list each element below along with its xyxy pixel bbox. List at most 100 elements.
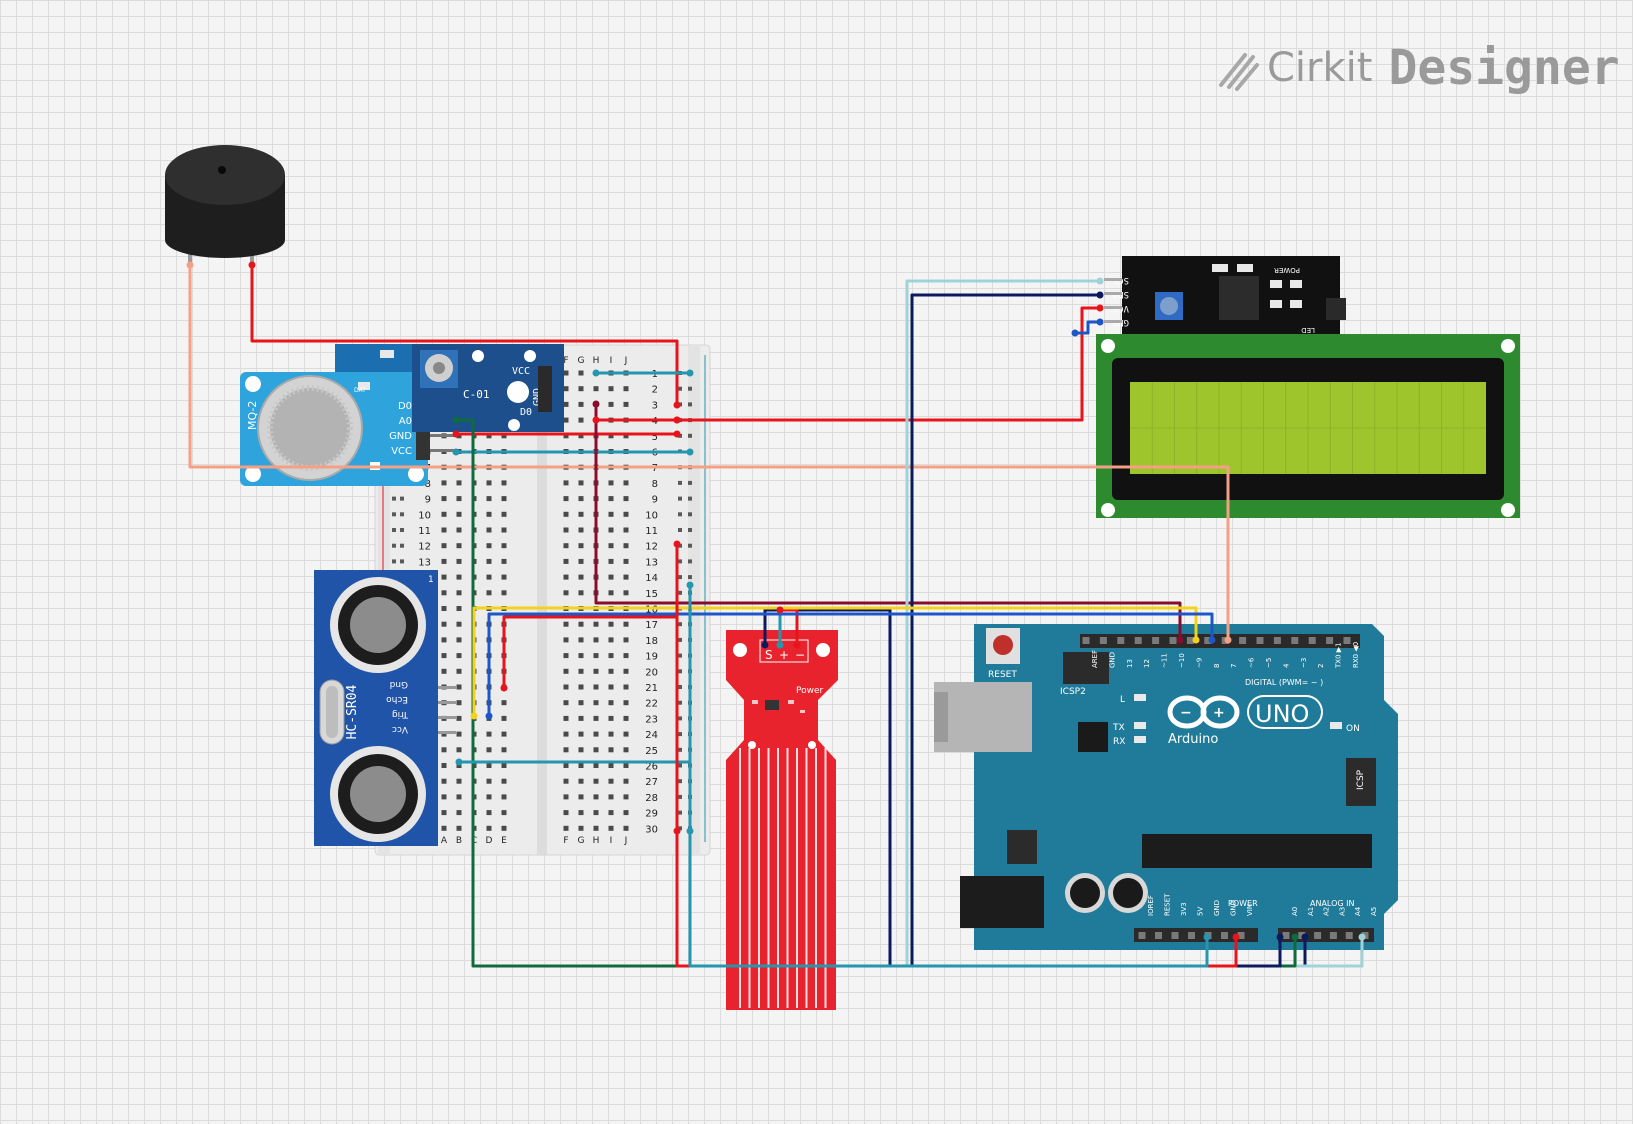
breadboard-hole[interactable] [578, 574, 584, 580]
breadboard-hole[interactable] [608, 480, 614, 486]
rail-hole[interactable] [688, 496, 692, 501]
arduino-analog-pin[interactable] [1282, 932, 1290, 939]
breadboard-hole[interactable] [563, 527, 569, 533]
rail-hole[interactable] [678, 716, 682, 721]
breadboard-hole[interactable] [623, 401, 629, 407]
breadboard-hole[interactable] [563, 543, 569, 549]
wire-endpoint[interactable] [186, 261, 194, 269]
wire-lcd-gnd[interactable] [1075, 320, 1100, 335]
breadboard-hole[interactable] [441, 778, 447, 784]
breadboard-hole[interactable] [563, 590, 569, 596]
rail-hole[interactable] [678, 747, 682, 752]
wire-endpoint[interactable] [1096, 277, 1104, 285]
breadboard-hole[interactable] [501, 574, 507, 580]
wire-endpoint[interactable] [470, 712, 478, 720]
breadboard-hole[interactable] [623, 810, 629, 816]
breadboard-hole[interactable] [456, 778, 462, 784]
wire-endpoint[interactable] [452, 416, 460, 424]
breadboard-hole[interactable] [441, 825, 447, 831]
breadboard-hole[interactable] [593, 810, 599, 816]
wire-endpoint[interactable] [673, 540, 681, 548]
breadboard-hole[interactable] [578, 763, 584, 768]
breadboard-hole[interactable] [608, 496, 614, 502]
wire-endpoint[interactable] [248, 261, 256, 269]
breadboard-hole[interactable] [608, 715, 614, 721]
breadboard-hole[interactable] [608, 527, 614, 533]
breadboard-hole[interactable] [593, 621, 599, 627]
breadboard-hole[interactable] [441, 653, 447, 659]
rail-hole[interactable] [688, 528, 692, 532]
breadboard-hole[interactable] [456, 794, 462, 800]
breadboard-hole[interactable] [486, 527, 492, 533]
wire-endpoint[interactable] [1096, 291, 1104, 299]
rail-hole[interactable] [678, 779, 682, 784]
breadboard-hole[interactable] [501, 731, 507, 737]
breadboard-hole[interactable] [563, 825, 569, 831]
wire-endpoint[interactable] [1291, 933, 1299, 941]
breadboard-hole[interactable] [578, 370, 584, 376]
arduino-digital-pin[interactable] [1291, 637, 1299, 644]
wire-endpoint[interactable] [1071, 329, 1079, 337]
breadboard-hole[interactable] [486, 763, 492, 768]
arduino-power-pin[interactable] [1237, 932, 1245, 939]
arduino-digital-pin[interactable] [1169, 637, 1177, 644]
breadboard-hole[interactable] [593, 778, 599, 784]
rail-hole[interactable] [688, 433, 692, 438]
breadboard-hole[interactable] [623, 700, 629, 706]
arduino-digital-pin[interactable] [1117, 637, 1125, 644]
wire-endpoint[interactable] [686, 827, 694, 835]
breadboard-hole[interactable] [441, 496, 447, 502]
rail-hole[interactable] [678, 826, 682, 831]
arduino-digital-pin[interactable] [1152, 637, 1160, 644]
wire-endpoint[interactable] [1208, 636, 1216, 644]
breadboard-hole[interactable] [456, 825, 462, 831]
breadboard-hole[interactable] [578, 590, 584, 596]
breadboard-hole[interactable] [623, 480, 629, 486]
breadboard-hole[interactable] [563, 778, 569, 784]
breadboard-hole[interactable] [578, 386, 584, 392]
rail-hole[interactable] [688, 386, 692, 391]
breadboard-hole[interactable] [608, 747, 614, 753]
breadboard-hole[interactable] [501, 511, 507, 517]
breadboard-hole[interactable] [608, 763, 614, 768]
breadboard-hole[interactable] [593, 700, 599, 706]
breadboard-hole[interactable] [486, 825, 492, 831]
breadboard-hole[interactable] [593, 794, 599, 800]
breadboard-hole[interactable] [623, 653, 629, 659]
breadboard-hole[interactable] [456, 715, 462, 721]
wire-endpoint[interactable] [455, 758, 463, 766]
breadboard-hole[interactable] [563, 480, 569, 486]
wire-endpoint[interactable] [592, 369, 600, 377]
breadboard-hole[interactable] [623, 527, 629, 533]
rail-hole[interactable] [678, 653, 682, 658]
wire-endpoint[interactable] [485, 712, 493, 720]
rail-hole[interactable] [392, 496, 396, 501]
lcd-16x2-i2c[interactable]: POWER LED SCL SDA VCC GND [1096, 256, 1520, 518]
breadboard-hole[interactable] [578, 747, 584, 753]
breadboard-hole[interactable] [608, 401, 614, 407]
wire-endpoint[interactable] [673, 416, 681, 424]
breadboard-hole[interactable] [578, 668, 584, 674]
arduino-analog-pin[interactable] [1314, 932, 1322, 939]
breadboard-hole[interactable] [608, 653, 614, 659]
breadboard-hole[interactable] [578, 684, 584, 690]
breadboard-hole[interactable] [486, 558, 492, 564]
rail-hole[interactable] [678, 575, 682, 580]
breadboard-hole[interactable] [456, 684, 462, 690]
ir-obstacle-sensor[interactable]: C-01 VCC GND D0 [412, 344, 564, 432]
breadboard-hole[interactable] [456, 558, 462, 564]
breadboard-hole[interactable] [608, 621, 614, 627]
breadboard-hole[interactable] [563, 511, 569, 517]
wire-endpoint[interactable] [776, 606, 784, 614]
breadboard-hole[interactable] [563, 558, 569, 564]
breadboard-hole[interactable] [593, 668, 599, 674]
arduino-power-pin[interactable] [1155, 932, 1162, 939]
wire-endpoint[interactable] [1358, 933, 1366, 941]
wire-endpoint[interactable] [776, 641, 784, 649]
breadboard-hole[interactable] [456, 637, 462, 643]
breadboard-hole[interactable] [441, 558, 447, 564]
breadboard-hole[interactable] [501, 794, 507, 800]
breadboard-hole[interactable] [623, 747, 629, 753]
wire-endpoint[interactable] [1276, 933, 1284, 941]
arduino-analog-pin[interactable] [1329, 932, 1337, 939]
